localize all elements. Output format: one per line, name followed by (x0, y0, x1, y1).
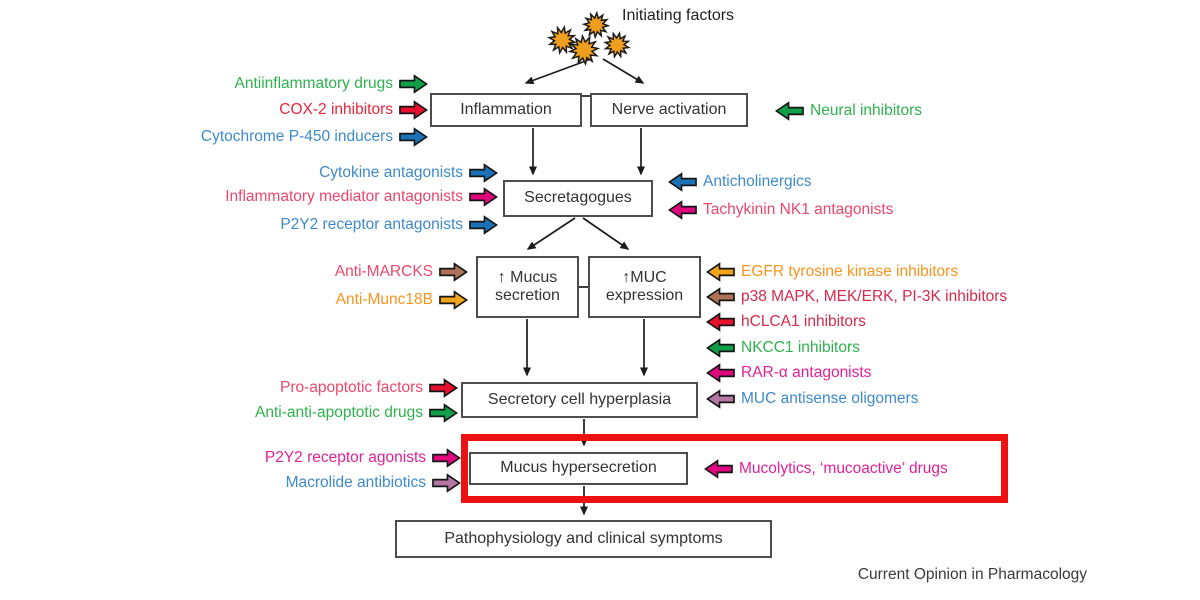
label-muc-antisense-oligomers: MUC antisense oligomers (706, 388, 918, 409)
label-text: Macrolide antibiotics (285, 473, 426, 491)
block-arrow-left-icon (704, 458, 733, 479)
inflammation-box: Inflammation (430, 93, 582, 127)
label-text: Tachykinin NK1 antagonists (703, 200, 894, 218)
label-text: Neural inhibitors (810, 101, 922, 119)
block-arrow-left-icon (706, 388, 735, 409)
block-arrow-right-icon (432, 447, 461, 468)
label-text: RAR-α antagonists (741, 363, 872, 381)
secretory-cell-hyperplasia-box: Secretory cell hyperplasia (461, 382, 698, 418)
label-p2y2-receptor-antagonists: P2Y2 receptor antagonists (280, 214, 498, 235)
block-arrow-left-icon (706, 286, 735, 307)
muc-expression-box: ↑MUC expression (588, 256, 701, 318)
label-anti-marcks: Anti-MARCKS (335, 261, 468, 282)
label-text: Cytokine antagonists (319, 163, 463, 181)
label-macrolide-antibiotics: Macrolide antibiotics (286, 472, 461, 493)
block-arrow-left-icon (706, 261, 735, 282)
label-text: Cytochrome P-450 inducers (200, 127, 393, 145)
label-text: Anti-anti-apoptotic drugs (254, 403, 423, 421)
label-anti-munc18b: Anti-Munc18B (336, 289, 468, 310)
label-anti-anti-apoptotic-drugs: Anti-anti-apoptotic drugs (255, 402, 458, 423)
label-nkcc1-inhibitors: NKCC1 inhibitors (706, 337, 860, 358)
block-arrow-right-icon (429, 377, 458, 398)
nerve-activation-box: Nerve activation (590, 93, 748, 127)
block-arrow-left-icon (706, 311, 735, 332)
label-egfr-tyrosine-kinase-inhibitors: EGFR tyrosine kinase inhibitors (706, 261, 958, 282)
label-text: Anti-Munc18B (335, 290, 433, 308)
label-text: NKCC1 inhibitors (741, 338, 860, 356)
block-arrow-left-icon (706, 337, 735, 358)
label-pro-apoptotic-factors: Pro-apoptotic factors (280, 377, 458, 398)
label-text: Anticholinergics (703, 172, 812, 190)
label-tachykinin-nk1-antagonists: Tachykinin NK1 antagonists (668, 199, 893, 220)
label-cytochrome-p450-inducers: Cytochrome P-450 inducers (201, 126, 428, 147)
label-cytokine-antagonists: Cytokine antagonists (319, 162, 498, 183)
mucus-hypersecretion-box: Mucus hypersecretion (469, 452, 688, 485)
label-cox2-inhibitors: COX-2 inhibitors (279, 99, 428, 120)
label-p38-mapk-mek-erk-pi3k-inhibitors: p38 MAPK, MEK/ERK, PI-3K inhibitors (706, 286, 1007, 307)
block-arrow-right-icon (429, 402, 458, 423)
label-text: EGFR tyrosine kinase inhibitors (741, 262, 959, 280)
block-arrow-right-icon (432, 472, 461, 493)
label-mucolytics-mucoactive-drugs: Mucolytics, ‘mucoactive’ drugs (704, 458, 948, 479)
label-text: COX-2 inhibitors (279, 100, 393, 118)
label-neural-inhibitors: Neural inhibitors (775, 100, 922, 121)
label-text: p38 MAPK, MEK/ERK, PI-3K inhibitors (741, 287, 1008, 305)
label-text: Anti-MARCKS (334, 262, 433, 280)
label-text: hCLCA1 inhibitors (741, 312, 866, 330)
label-text: P2Y2 receptor agonists (264, 448, 426, 466)
block-arrow-right-icon (469, 162, 498, 183)
label-text: Antiinflammatory drugs (234, 74, 393, 92)
block-arrow-right-icon (399, 126, 428, 147)
block-arrow-right-icon (469, 186, 498, 207)
initiating-factors-label: Initiating factors (622, 7, 735, 24)
block-arrow-left-icon (706, 362, 735, 383)
block-arrow-right-icon (399, 99, 428, 120)
label-text: P2Y2 receptor antagonists (280, 215, 463, 233)
label-text: Pro-apoptotic factors (279, 378, 423, 396)
initiating-factors-icon (546, 10, 631, 67)
journal-caption: Current Opinion in Pharmacology (857, 566, 1087, 583)
block-arrow-right-icon (469, 214, 498, 235)
label-anticholinergics: Anticholinergics (668, 171, 812, 192)
block-arrow-right-icon (439, 261, 468, 282)
label-p2y2-receptor-agonists: P2Y2 receptor agonists (265, 447, 461, 468)
label-hclca1-inhibitors: hCLCA1 inhibitors (706, 311, 866, 332)
label-inflammatory-mediator-antagonists: Inflammatory mediator antagonists (225, 186, 498, 207)
label-text: MUC antisense oligomers (741, 389, 919, 407)
block-arrow-right-icon (399, 73, 428, 94)
block-arrow-left-icon (668, 199, 697, 220)
label-rar-alpha-antagonists: RAR-α antagonists (706, 362, 871, 383)
pathophysiology-box: Pathophysiology and clinical symptoms (395, 520, 772, 558)
block-arrow-right-icon (439, 289, 468, 310)
block-arrow-left-icon (668, 171, 697, 192)
label-text: Mucolytics, ‘mucoactive’ drugs (739, 459, 948, 477)
label-antiinflammatory-drugs: Antiinflammatory drugs (234, 73, 428, 94)
mucus-secretion-box: ↑ Mucus secretion (476, 256, 579, 318)
label-text: Inflammatory mediator antagonists (225, 187, 463, 205)
block-arrow-left-icon (775, 100, 804, 121)
secretagogues-box: Secretagogues (503, 180, 653, 217)
